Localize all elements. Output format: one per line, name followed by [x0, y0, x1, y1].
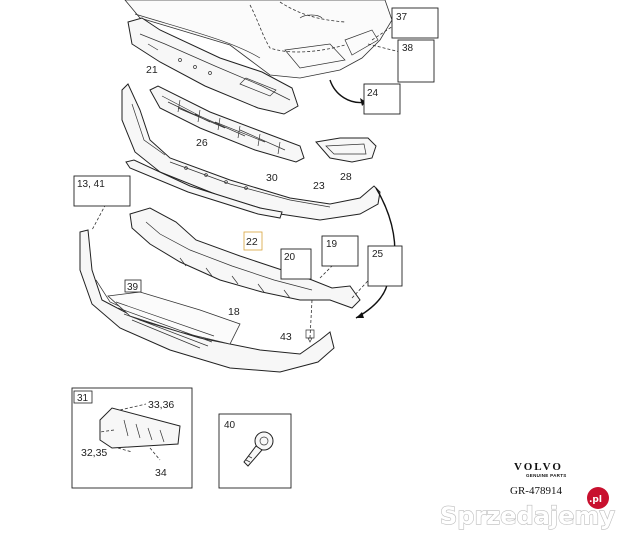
callout-30: 30	[266, 172, 278, 184]
car-body-outline	[124, 0, 393, 79]
callout-40: 40	[224, 420, 236, 431]
callout-24: 24	[367, 88, 379, 99]
box-40-screw	[218, 413, 292, 489]
callout-21: 21	[146, 64, 158, 76]
callout-18: 18	[228, 306, 240, 318]
part-21-upper-absorber	[127, 17, 299, 115]
diagram-reference: GR-478914	[510, 485, 562, 497]
part-39-lower-bumper	[79, 229, 335, 373]
part-26-grille	[149, 85, 305, 163]
callout-26: 26	[196, 137, 208, 149]
box-19	[321, 235, 359, 267]
box-31-frame	[73, 390, 93, 404]
part-22-trim-strip	[125, 159, 283, 219]
callout-25: 25	[372, 249, 384, 260]
volvo-logo-text: VOLVO	[514, 461, 563, 473]
box-31-license-plate	[71, 387, 193, 489]
box-25	[367, 245, 403, 287]
watermark-badge	[587, 487, 609, 509]
callout-19: 19	[326, 239, 338, 250]
callout-33-36: 33,36	[148, 399, 174, 411]
callout-20: 20	[284, 252, 296, 263]
callout-38: 38	[402, 43, 414, 54]
part-28-fog-cover	[315, 137, 377, 163]
watermark-suffix: .pl	[589, 495, 602, 505]
volvo-logo-subtext: GENUINE PARTS	[526, 473, 567, 478]
callout-39: 39	[127, 282, 139, 293]
callout-23: 23	[313, 180, 325, 192]
callout-31: 31	[77, 393, 89, 404]
watermark-text: Sprzedajemy	[440, 502, 615, 530]
box-20	[280, 248, 312, 280]
box-39-frame	[124, 279, 142, 293]
part-18-lower-absorber	[129, 207, 361, 309]
callout-34: 34	[155, 467, 167, 479]
box-22-frame	[243, 231, 263, 251]
callout-37: 37	[396, 12, 408, 23]
callout-32-35: 32,35	[81, 447, 107, 459]
box-38	[397, 39, 435, 83]
box-13-41	[73, 175, 131, 207]
box-37	[391, 7, 439, 39]
callout-28: 28	[340, 171, 352, 183]
box-24	[363, 83, 401, 115]
callout-43: 43	[280, 331, 292, 343]
callout-22: 22	[246, 236, 258, 248]
callout-13-41: 13, 41	[77, 179, 105, 190]
